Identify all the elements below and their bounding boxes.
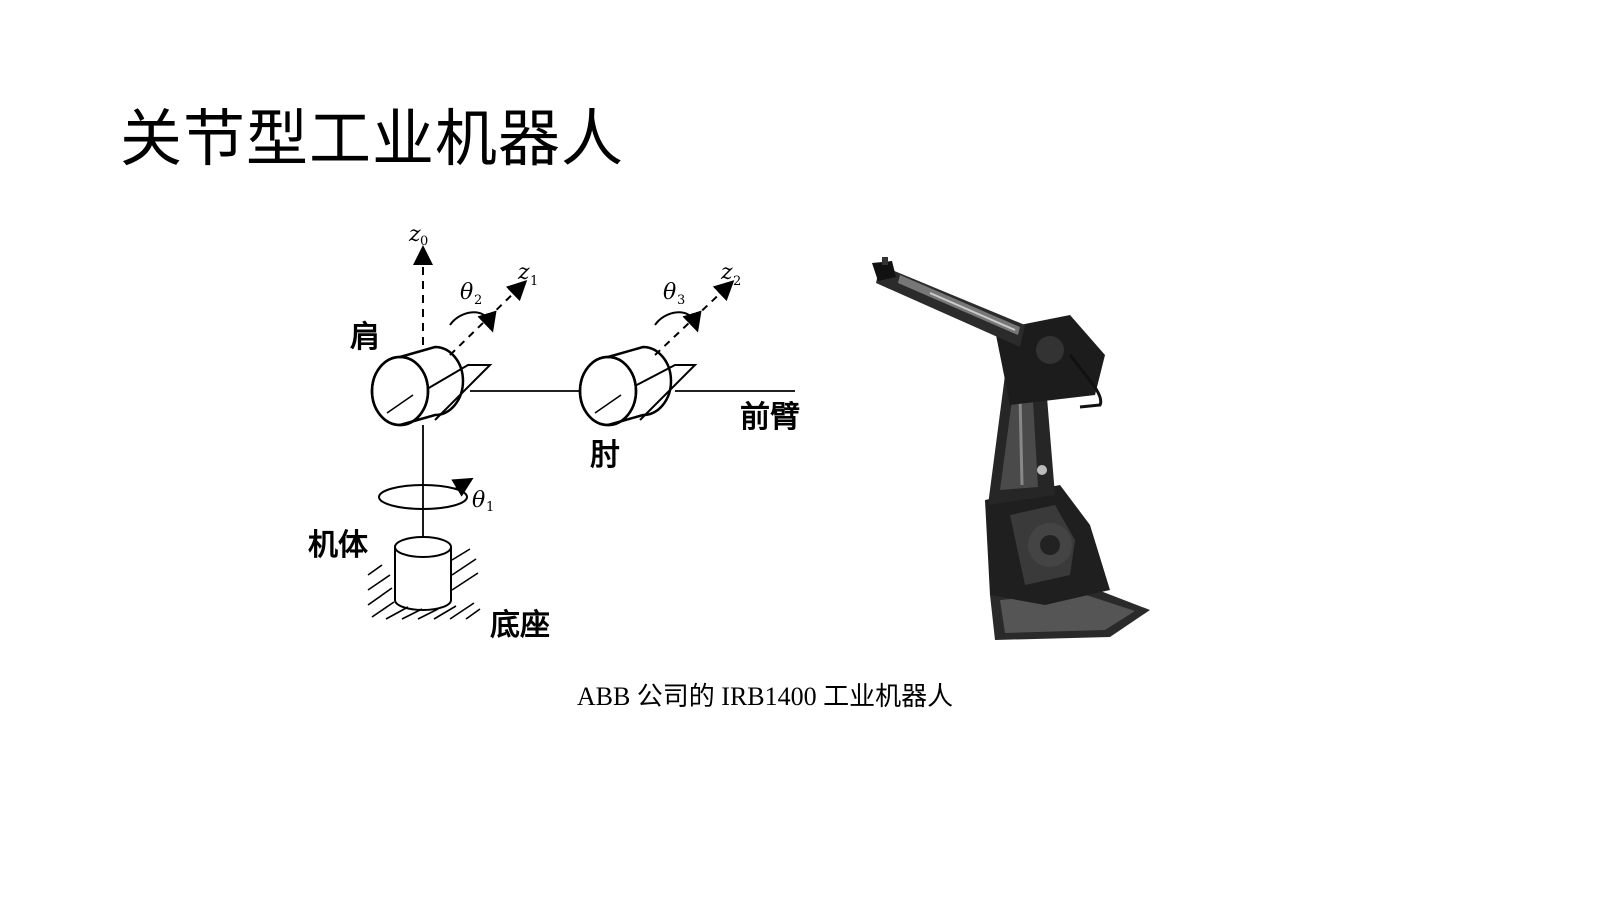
theta3-subscript: 3 bbox=[677, 293, 685, 308]
elbow-joint bbox=[578, 345, 698, 427]
articulated-robot-diagram: z 0 z 1 θ 2 bbox=[290, 215, 830, 655]
z0-label: z bbox=[408, 222, 421, 247]
z0-axis: z 0 bbox=[408, 222, 433, 345]
theta2-rotation: θ 2 bbox=[449, 280, 497, 333]
elbow-label: 肘 bbox=[590, 438, 620, 473]
body-label: 机体 bbox=[308, 528, 369, 563]
z2-axis: z 2 bbox=[654, 260, 741, 356]
theta1-rotation: θ 1 bbox=[378, 477, 494, 515]
figure-caption: ABB 公司的 IRB1400 工业机器人 bbox=[576, 682, 954, 711]
base-label: 底座 bbox=[490, 608, 550, 643]
base-cylinder bbox=[394, 536, 452, 611]
z2-label: z bbox=[720, 260, 733, 285]
theta3-rotation: θ 3 bbox=[654, 280, 702, 333]
theta3-label: θ bbox=[663, 280, 676, 305]
theta1-label: θ bbox=[472, 488, 485, 513]
z1-axis: z 1 bbox=[449, 260, 538, 356]
robot-photo bbox=[870, 255, 1170, 650]
theta2-subscript: 2 bbox=[474, 293, 482, 308]
theta2-label: θ bbox=[460, 280, 473, 305]
robot-silhouette bbox=[872, 257, 1150, 640]
z1-subscript: 1 bbox=[530, 274, 538, 289]
slide-title: 关节型工业机器人 bbox=[120, 102, 625, 175]
shoulder-label: 肩 bbox=[350, 320, 380, 355]
z0-subscript: 0 bbox=[420, 234, 428, 249]
z2-subscript: 2 bbox=[733, 274, 741, 289]
theta1-subscript: 1 bbox=[486, 500, 494, 515]
forearm-label: 前臂 bbox=[740, 400, 800, 435]
ground-hatching bbox=[367, 548, 481, 620]
z1-label: z bbox=[517, 260, 530, 285]
shoulder-joint bbox=[370, 345, 493, 427]
